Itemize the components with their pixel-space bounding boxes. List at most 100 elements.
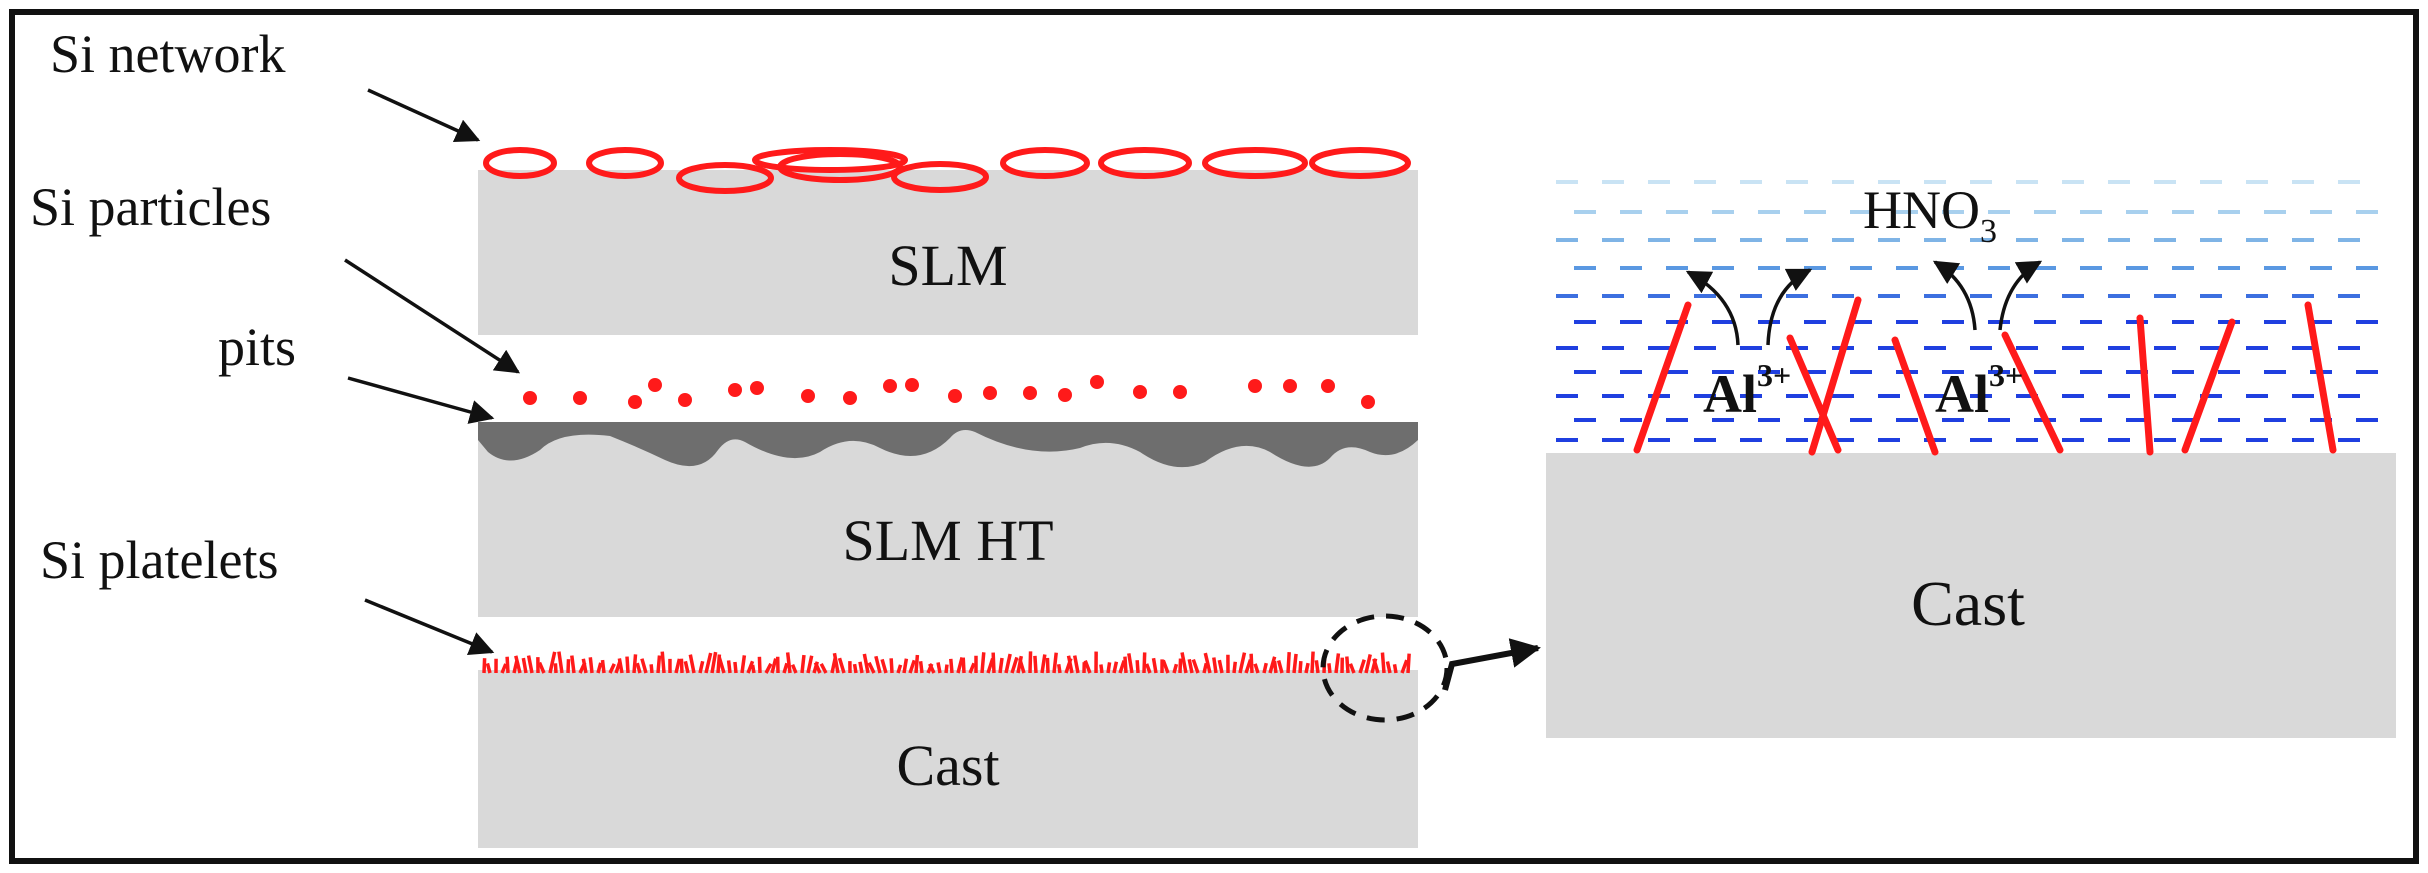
si-platelet [1364,654,1372,674]
si-network-cell [777,151,903,183]
si-platelet [1004,653,1012,674]
si-platelet [1123,656,1128,674]
si-platelet [1406,653,1411,674]
si-particle [1248,379,1262,393]
zoom-cast-block [1546,453,2396,738]
si-platelet [1298,661,1303,674]
si-network-cell [1202,147,1308,179]
si-platelet [1178,658,1183,674]
si-platelet [1118,660,1126,674]
si-platelet [1045,657,1050,674]
si-platelet [1151,657,1158,674]
si-platelet [553,663,558,674]
si-platelet [1028,651,1033,674]
zoom-platelet [1633,301,1692,454]
si-platelet [1066,655,1074,674]
si-platelet [1272,660,1278,674]
ion-arrow [1998,260,2043,331]
si-platelet [717,656,726,674]
si-platelet [632,654,638,674]
si-particle [883,379,897,393]
ion-arrow [1766,268,1813,346]
si-platelet [908,659,916,674]
si-platelet [635,662,642,674]
si-platelet [660,651,666,674]
si-platelet [1253,663,1260,674]
label-pits: pits [218,317,296,377]
si-platelet [1292,653,1298,674]
slm-ht-block [478,422,1418,617]
outer-frame [9,9,2419,864]
si-platelet [1348,663,1356,674]
si-platelet [936,662,942,674]
si-platelet [649,664,654,674]
zoom-platelet [2181,318,2236,454]
slm-block [478,170,1418,335]
si-platelet [968,662,976,674]
si-particle [1361,395,1375,409]
si-particles [523,375,1375,409]
si-platelet [710,651,718,674]
si-platelet [764,662,773,674]
si-platelet [740,655,747,674]
si-platelet [500,663,508,674]
si-platelet [1180,652,1188,674]
zoom-si-platelets [1633,296,2337,456]
cast-block [478,670,1418,848]
si-network-cell [586,147,664,179]
si-platelet [1144,663,1152,674]
si-platelet [726,660,732,674]
si-platelet [852,663,858,674]
si-platelet [867,661,876,674]
si-platelet [1238,652,1247,674]
zoom-platelet [1808,296,1862,456]
si-particle [728,383,742,397]
ion-release-arrows [1685,260,2043,346]
si-platelet [683,660,690,674]
cast-block-label: Cast [896,733,999,798]
zoom-platelet [2001,331,2064,454]
si-platelet [505,656,510,674]
si-platelet [557,651,564,674]
si-platelet [1040,654,1047,674]
si-network-cell [483,147,557,179]
si-platelet [1187,658,1194,674]
si-platelet [1232,661,1238,674]
si-particle [801,389,815,403]
si-platelet [1018,658,1026,674]
si-platelet [1172,663,1179,674]
si-platelet [548,651,557,674]
si-platelet [566,659,571,674]
si-platelet [674,658,682,674]
si-particle [648,378,662,392]
si-platelet [858,661,864,674]
si-platelet [1052,652,1058,674]
zoom-arrow [1442,638,1541,691]
si-platelet [1310,651,1315,674]
si-platelet [902,658,909,674]
si-network-cell [752,147,908,173]
si-platelet [914,654,920,674]
si-platelet [1202,662,1208,674]
si-platelet [1135,660,1140,674]
si-platelet [640,658,648,674]
si-network-cell [1000,147,1090,179]
si-particle [843,391,857,405]
si-particle [905,378,919,392]
si-platelet [928,663,936,674]
si-platelet [733,661,738,674]
si-platelet [1072,655,1080,674]
si-platelet [961,657,966,674]
si-platelet [485,662,492,674]
pointer-si-network [367,88,481,143]
si-platelet [956,656,964,674]
si-platelet [819,663,828,674]
pointer-si-platelets [364,598,495,655]
si-platelet [944,664,949,674]
si-platelet [625,656,630,674]
pits-layer [478,422,1418,468]
si-platelet [1314,660,1320,674]
si-particle [1321,379,1335,393]
slm-block-label: SLM [888,233,1007,298]
